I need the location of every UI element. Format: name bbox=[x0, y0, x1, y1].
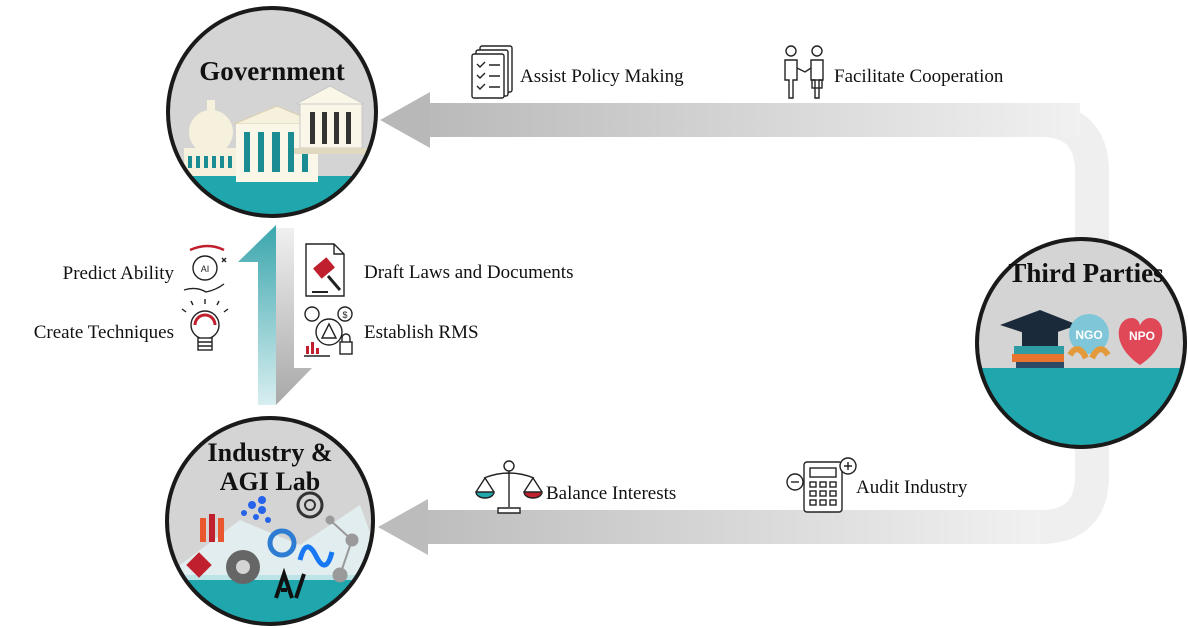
facilitate-cooperation-label: Facilitate Cooperation bbox=[834, 66, 1004, 87]
npo-heart: NPO bbox=[1118, 318, 1163, 365]
top-arrowhead bbox=[380, 92, 430, 148]
third-parties-node[interactable]: NGO NPO Third Parties bbox=[975, 237, 1188, 453]
document-gavel-icon bbox=[305, 243, 345, 297]
government-node[interactable]: Government bbox=[160, 6, 390, 236]
meta-logo bbox=[297, 544, 335, 568]
industry-title-line1: Industry & bbox=[208, 438, 333, 467]
gear-logo bbox=[226, 550, 260, 584]
scale-icon bbox=[475, 460, 543, 514]
ngo-badge: NGO bbox=[1075, 328, 1102, 342]
cohere-dots-logo bbox=[241, 496, 271, 523]
assist-policy-label: Assist Policy Making bbox=[520, 66, 684, 87]
government-title: Government bbox=[199, 56, 344, 86]
network-graph bbox=[325, 515, 359, 583]
calculator-icon bbox=[786, 457, 857, 513]
npo-badge: NPO bbox=[1129, 329, 1155, 343]
checklist-documents-icon bbox=[471, 45, 513, 99]
create-techniques-label: Create Techniques bbox=[34, 322, 174, 343]
industry-node[interactable]: Industry & AGI Lab bbox=[160, 416, 390, 628]
svg-text:AI: AI bbox=[201, 264, 210, 274]
handshake-people-icon bbox=[784, 45, 824, 99]
third-parties-title: Third Parties bbox=[1008, 258, 1163, 288]
courthouse bbox=[294, 85, 368, 154]
audit-industry-label: Audit Industry bbox=[856, 477, 968, 498]
risk-management-icon: $ bbox=[304, 306, 353, 357]
left-down-arrow bbox=[276, 228, 312, 405]
ngo-globe: NGO bbox=[1067, 314, 1111, 360]
red-cube-logo bbox=[186, 552, 212, 578]
bottom-arrowhead bbox=[378, 499, 428, 555]
svg-text:$: $ bbox=[342, 310, 347, 320]
establish-rms-label: Establish RMS bbox=[364, 322, 479, 343]
predict-ability-label: Predict Ability bbox=[63, 263, 175, 284]
openai-logo bbox=[296, 491, 324, 519]
balance-interests-label: Balance Interests bbox=[546, 483, 676, 504]
industry-title-line2: AGI Lab bbox=[220, 467, 320, 496]
crystal-ball-ai-icon: AI bbox=[183, 244, 227, 293]
draft-laws-label: Draft Laws and Documents bbox=[364, 262, 573, 283]
blue-swirl-logo bbox=[267, 528, 297, 558]
graduation-cap-books bbox=[1000, 310, 1078, 368]
lightbulb-icon bbox=[181, 299, 229, 351]
left-up-arrow bbox=[238, 225, 276, 405]
anthropic-logo bbox=[274, 567, 306, 599]
mistral-logo bbox=[200, 514, 224, 542]
